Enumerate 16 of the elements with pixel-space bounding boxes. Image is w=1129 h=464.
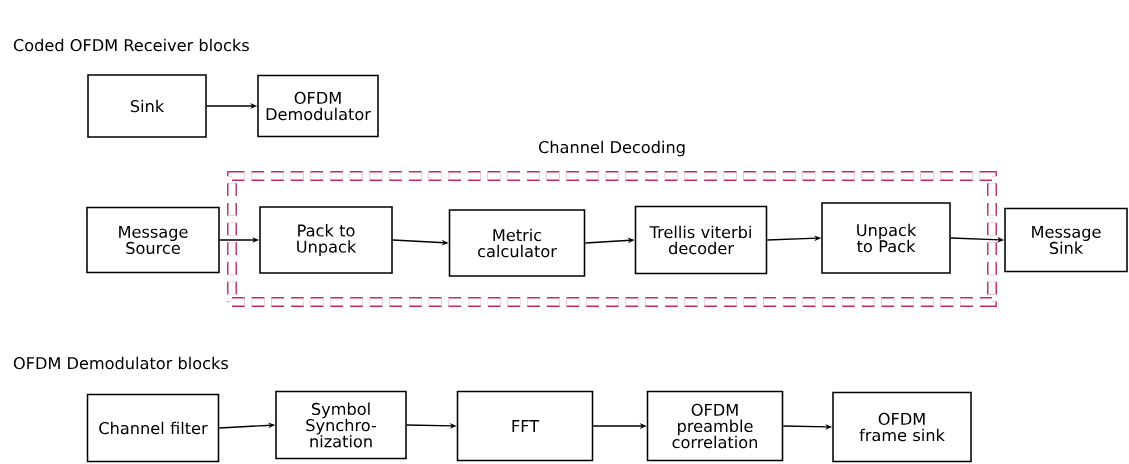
node-label: Channel Decoding (538, 140, 685, 157)
process-box: Message Source (86, 206, 220, 274)
process-box: Message Sink (1004, 207, 1128, 273)
heading: Coded OFDM Receiver blocks (13, 38, 249, 52)
process-box: OFDM frame sink (832, 391, 972, 463)
process-box: Pack to Unpack (259, 206, 393, 274)
process-box: OFDM Demodulator (257, 74, 379, 138)
process-box: Metric calculator (448, 209, 586, 277)
process-box: Trellis viterbi decoder (634, 205, 768, 275)
process-box: Channel filter (86, 393, 220, 463)
process-box: Symbol Synchro- nization (275, 390, 407, 460)
process-box: Unpack to Pack (821, 202, 951, 274)
process-box: FFT (456, 390, 594, 462)
heading: OFDM Demodulator blocks (13, 356, 228, 370)
process-box: OFDM preamble correlation (646, 390, 784, 462)
process-box: Sink (87, 74, 207, 138)
